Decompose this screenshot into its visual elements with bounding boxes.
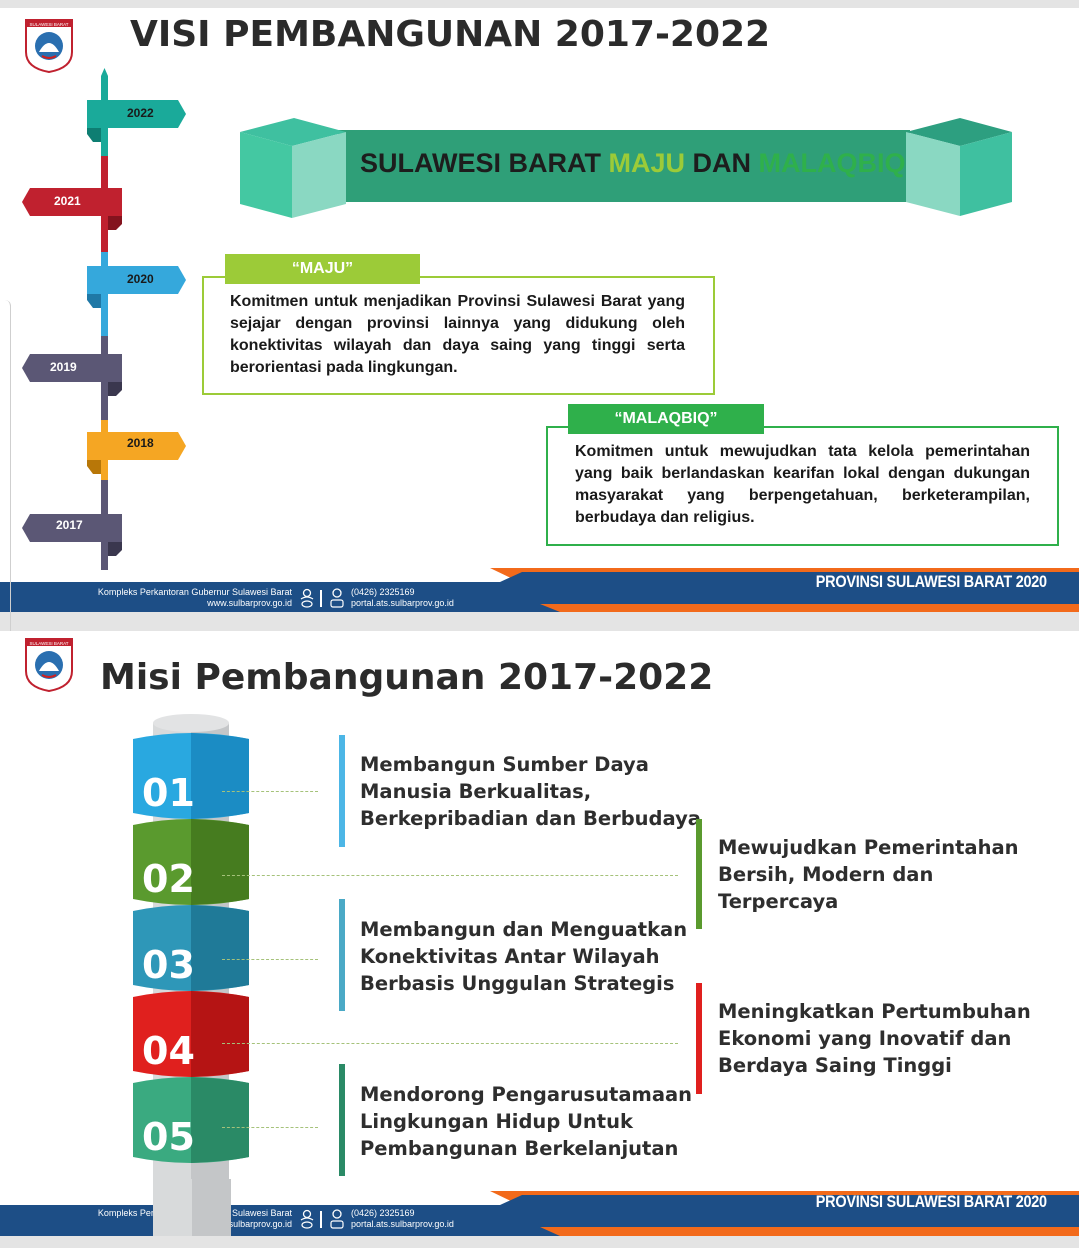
maju-box xyxy=(202,276,715,395)
sulbar-emblem-logo: SULAWESI BARAT xyxy=(25,19,73,74)
logo-text: SULAWESI BARAT xyxy=(29,22,68,27)
vision-statement: SULAWESI BARAT MAJU DAN MALAQBIQ xyxy=(360,148,906,179)
mission-02-line-1: Mewujudkan Pemerintahan xyxy=(718,836,1019,859)
mission-01-line-3: Berkepribadian dan Berbudaya xyxy=(360,807,701,830)
malaqbiq-description: Komitmen untuk mewujudkan tata kelola pe… xyxy=(575,443,1030,526)
connector-01 xyxy=(222,791,318,792)
footer-band xyxy=(0,568,1079,612)
mission-05-line-3: Pembangunan Berkelanjutan xyxy=(360,1137,679,1160)
mission-text-05: Mendorong Pengarusutamaan Lingkungan Hid… xyxy=(360,1081,692,1162)
mission-number-03: 03 xyxy=(142,943,195,987)
mission-05-line-2: Lingkungan Hidup Untuk xyxy=(360,1110,633,1133)
mission-04-line-1: Meningkatkan Pertumbuhan xyxy=(718,1000,1031,1023)
footer-band xyxy=(0,1191,1079,1236)
footer-province: PROVINSI SULAWESI BARAT 2020 xyxy=(815,572,1047,591)
malaqbiq-tab: “MALAQBIQ” xyxy=(568,404,764,434)
mission-accent-02 xyxy=(696,819,702,929)
vision-part-3: DAN xyxy=(685,148,759,178)
footer-province: PROVINSI SULAWESI BARAT 2020 xyxy=(815,1192,1047,1211)
page-title: Misi Pembangunan 2017-2022 xyxy=(100,657,714,698)
mission-accent-01 xyxy=(339,735,345,847)
column-base xyxy=(153,1179,231,1236)
mission-04-line-3: Berdaya Saing Tinggi xyxy=(718,1054,952,1077)
mission-03-line-2: Konektivitas Antar Wilayah xyxy=(360,945,660,968)
mission-01-line-1: Membangun Sumber Daya xyxy=(360,753,649,776)
mission-accent-03 xyxy=(339,899,345,1011)
mission-03-line-3: Berbasis Unggulan Strategis xyxy=(360,972,675,995)
vision-part-malaqbiq: MALAQBIQ xyxy=(758,148,906,178)
timeline-year-2022: 2022 xyxy=(127,106,154,120)
mission-02-line-3: Terpercaya xyxy=(718,890,839,913)
timeline-year-2019: 2019 xyxy=(50,360,77,374)
vision-part-maju: MAJU xyxy=(608,148,686,178)
timeline-year-2021: 2021 xyxy=(54,194,81,208)
timeline-graphic xyxy=(22,68,186,570)
footer-portal: portal.ats.sulbarprov.go.id xyxy=(351,598,454,608)
malaqbiq-box xyxy=(546,426,1059,546)
footer-icons xyxy=(300,588,344,608)
maju-tab: “MAJU” xyxy=(225,254,420,284)
connector-04 xyxy=(222,1043,678,1044)
sulbar-emblem-logo: SULAWESI BARAT xyxy=(25,638,73,693)
footer-contact-block: (0426) 2325169 portal.ats.sulbarprov.go.… xyxy=(351,1208,454,1230)
mission-number-04: 04 xyxy=(142,1029,195,1073)
timeline-year-2020: 2020 xyxy=(127,272,154,286)
mission-text-04: Meningkatkan Pertumbuhan Ekonomi yang In… xyxy=(718,998,1031,1079)
mission-accent-04 xyxy=(696,983,702,1094)
mission-slide: SULAWESI BARAT Misi Pembangunan 2017-202… xyxy=(0,631,1079,1236)
mission-text-02: Mewujudkan Pemerintahan Bersih, Modern d… xyxy=(718,834,1019,915)
footer-portal: portal.ats.sulbarprov.go.id xyxy=(351,1219,454,1229)
vision-slide: SULAWESI BARAT VISI PEMBANGUNAN 2017-202… xyxy=(0,8,1079,612)
mission-02-line-2: Bersih, Modern dan xyxy=(718,863,934,886)
mission-number-05: 05 xyxy=(142,1115,195,1159)
mission-number-02: 02 xyxy=(142,857,195,901)
footer-phone: (0426) 2325169 xyxy=(351,1208,415,1218)
timeline-year-2018: 2018 xyxy=(127,436,154,450)
footer-website: www.sulbarprov.go.id xyxy=(207,1219,292,1229)
mission-column-graphic xyxy=(133,714,249,1228)
mission-text-01: Membangun Sumber Daya Manusia Berkualita… xyxy=(360,751,701,832)
connector-02 xyxy=(222,875,678,876)
footer-contact-block: (0426) 2325169 portal.ats.sulbarprov.go.… xyxy=(351,587,454,609)
footer-address-block: Kompleks Perkantoran Gubernur Sulawesi B… xyxy=(98,587,292,609)
mission-number-01: 01 xyxy=(142,771,195,815)
connector-03 xyxy=(222,959,318,960)
mission-03-line-1: Membangun dan Menguatkan xyxy=(360,918,688,941)
vision-part-1: SULAWESI BARAT xyxy=(360,148,609,178)
page-title: VISI PEMBANGUNAN 2017-2022 xyxy=(130,14,771,55)
connector-05 xyxy=(222,1127,318,1128)
maju-description: Komitmen untuk menjadikan Provinsi Sulaw… xyxy=(230,293,685,376)
mission-04-line-2: Ekonomi yang Inovatif dan xyxy=(718,1027,1012,1050)
scroll-handle[interactable] xyxy=(0,300,11,648)
footer-address: Kompleks Perkantoran Gubernur Sulawesi B… xyxy=(97,587,292,597)
timeline-year-2017: 2017 xyxy=(56,518,83,532)
vision-banner-shape xyxy=(240,118,1012,218)
footer-phone: (0426) 2325169 xyxy=(351,587,415,597)
mission-accent-05 xyxy=(339,1064,345,1176)
logo-text: SULAWESI BARAT xyxy=(29,641,68,646)
mission-05-line-1: Mendorong Pengarusutamaan xyxy=(360,1083,693,1106)
mission-01-line-2: Manusia Berkualitas, xyxy=(360,780,592,803)
footer-icons xyxy=(300,1209,344,1229)
footer-website: www.sulbarprov.go.id xyxy=(207,598,292,608)
mission-text-03: Membangun dan Menguatkan Konektivitas An… xyxy=(360,916,687,997)
